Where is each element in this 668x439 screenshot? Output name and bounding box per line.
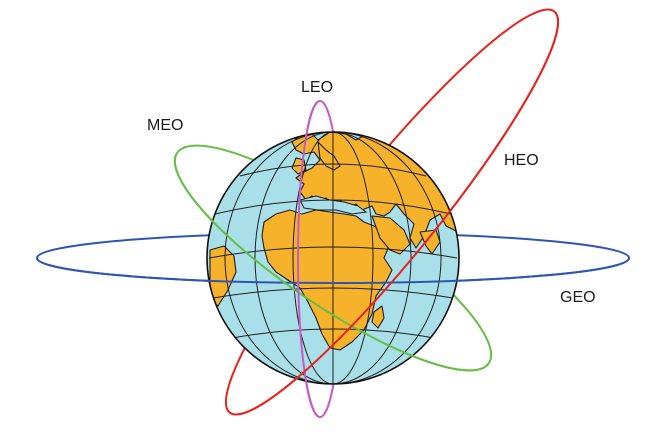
leo-label: LEO <box>301 79 333 96</box>
meo-label: MEO <box>147 117 183 134</box>
land-africa <box>261 209 393 351</box>
land-scandinavia <box>317 141 341 171</box>
heo-orbit-front <box>229 10 560 416</box>
meo-orbit-front <box>173 152 490 372</box>
globe-outline <box>206 131 460 385</box>
graticule <box>207 132 459 384</box>
heo-label: HEO <box>504 152 539 169</box>
leo-orbit-front <box>297 100 321 418</box>
geo-orbit-front <box>36 257 630 284</box>
geo-label: GEO <box>560 289 596 306</box>
land-madagascar <box>371 305 385 329</box>
globe <box>206 131 460 385</box>
land-arabia <box>371 215 411 255</box>
orbits-front <box>36 10 630 418</box>
